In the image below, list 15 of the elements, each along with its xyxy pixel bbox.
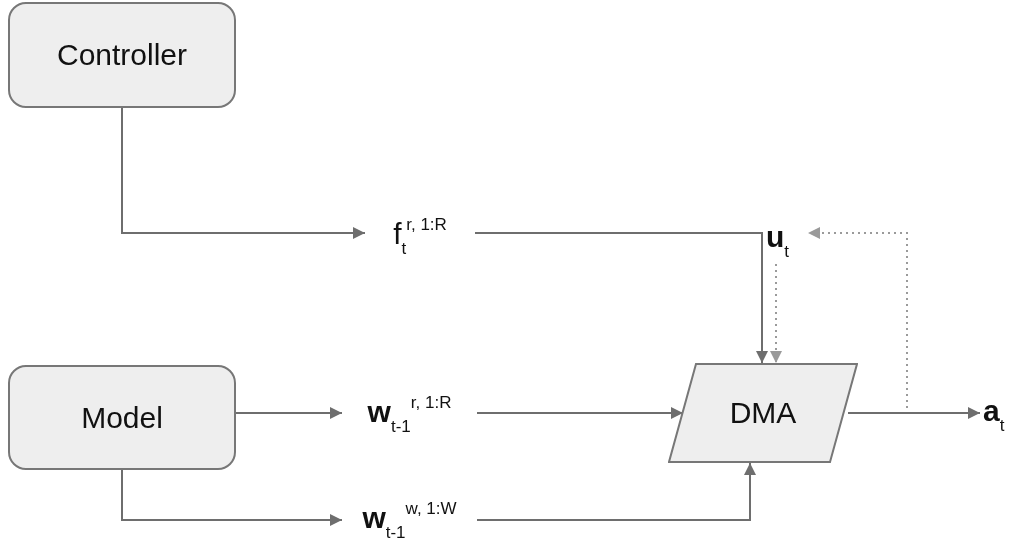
rounded-box — [8, 2, 236, 108]
node-label: DMA — [729, 396, 797, 430]
node-label: Model — [81, 400, 163, 435]
math-label: u$_{t}$ — [766, 222, 790, 260]
math-label: a$_{t}$ — [983, 396, 1005, 434]
arrow — [121, 469, 343, 526]
arrow — [235, 407, 343, 419]
arrow — [847, 407, 981, 419]
arrow — [476, 462, 756, 521]
parallelogram-shape — [668, 363, 858, 463]
arrow — [474, 232, 768, 364]
arrow — [121, 107, 366, 239]
dotted-arrow — [770, 263, 782, 364]
rounded-box — [8, 365, 236, 470]
node-label: Controller — [56, 38, 188, 72]
